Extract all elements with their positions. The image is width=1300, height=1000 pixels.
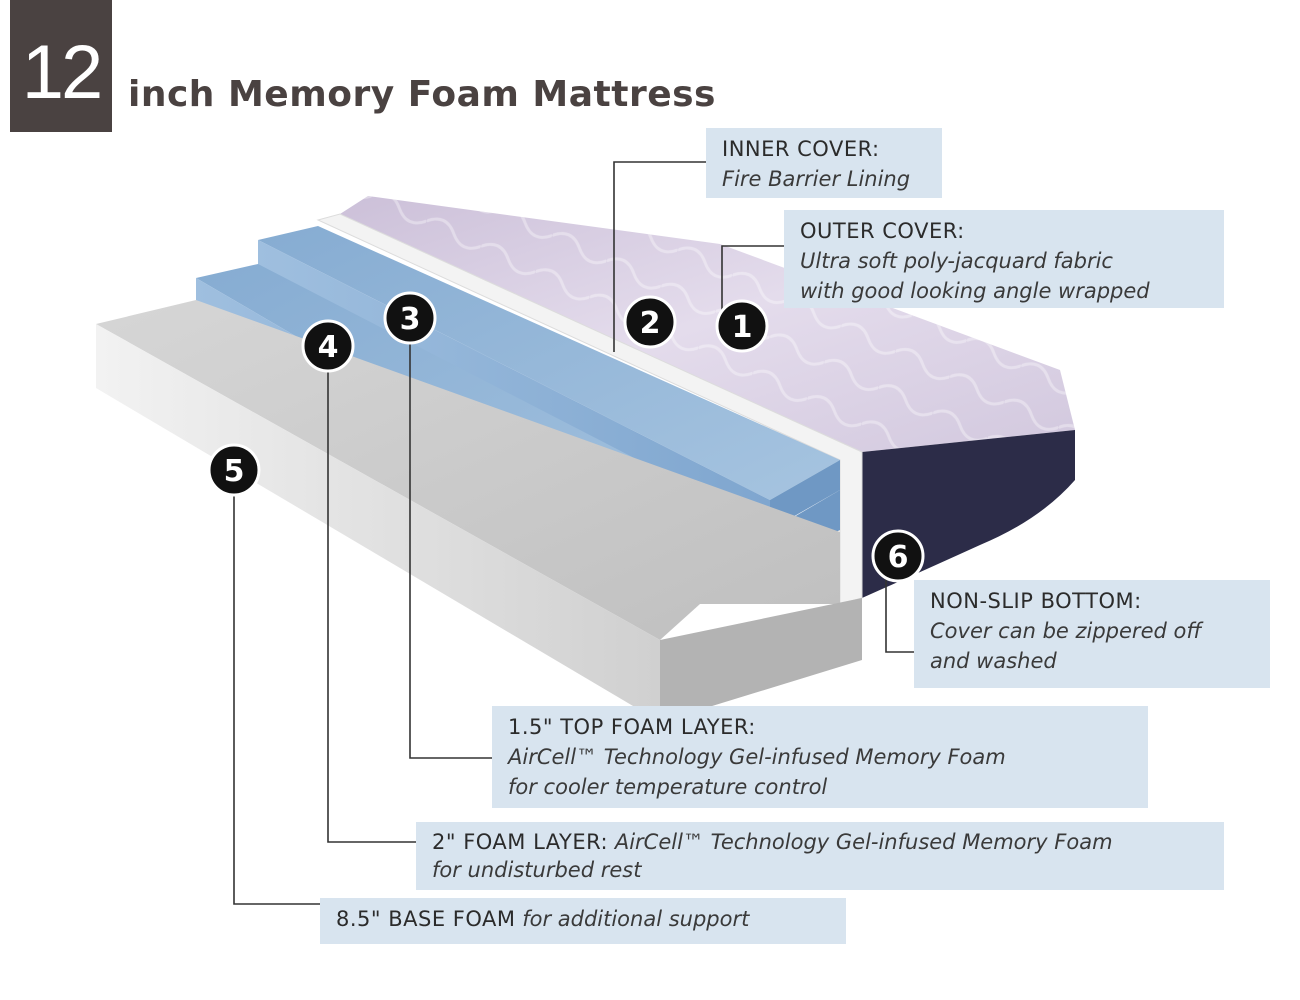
label-foam-2: 2" FOAM LAYER: AirCell™ Technology Gel-i… (416, 822, 1224, 890)
label-top-foam: 1.5" TOP FOAM LAYER: AirCell™ Technology… (492, 706, 1148, 808)
header-number: 12 (21, 29, 104, 115)
marker-1-label: 1 (732, 310, 753, 345)
label-inner-cover: INNER COVER: Fire Barrier Lining (706, 128, 942, 198)
top-foam-heading: 1.5" TOP FOAM LAYER: (508, 715, 756, 739)
outer-cover-texture (318, 196, 1075, 452)
base-foam-desc: for additional support (522, 907, 750, 931)
base-foam-top (96, 300, 840, 640)
top-foam-desc-1: AirCell™ Technology Gel-infused Memory F… (508, 745, 1006, 769)
leader-non-slip (885, 574, 914, 653)
marker-4-label: 4 (318, 330, 339, 365)
label-outer-cover: OUTER COVER: Ultra soft poly-jacquard fa… (784, 210, 1224, 308)
non-slip-heading: NON-SLIP BOTTOM: (930, 589, 1142, 613)
marker-5: 5 (207, 443, 261, 497)
marker-4: 4 (301, 319, 355, 373)
foam-2-desc-2: for undisturbed rest (432, 858, 642, 882)
marker-2-label: 2 (640, 306, 661, 341)
marker-2: 2 (623, 295, 677, 349)
leader-inner-cover (613, 161, 706, 352)
marker-3: 3 (383, 291, 437, 345)
outer-cover-desc-1: Ultra soft poly-jacquard fabric (800, 249, 1113, 273)
foam-2-heading: 2" FOAM LAYER: (432, 830, 609, 854)
base-foam-front (96, 324, 660, 722)
marker-6-label: 6 (888, 540, 909, 575)
leader-top-foam (409, 344, 494, 759)
marker-1: 1 (715, 299, 769, 353)
foam-2-desc-1: AirCell™ Technology Gel-infused Memory F… (614, 830, 1113, 854)
label-base-foam: 8.5" BASE FOAM for additional support (320, 898, 846, 944)
leader-base-foam (233, 492, 322, 905)
marker-3-label: 3 (400, 302, 421, 337)
leader-outer-cover (721, 245, 784, 318)
non-slip-desc-2: and washed (930, 649, 1057, 673)
top-gel-layer-end (770, 460, 840, 530)
marker-5-label: 5 (224, 454, 245, 489)
outer-cover-desc-2: with good looking angle wrapped (800, 279, 1150, 303)
inner-cover-desc: Fire Barrier Lining (722, 167, 911, 191)
page-title: inch Memory Foam Mattress (128, 74, 716, 115)
foam-2-line-1: 2" FOAM LAYER: AirCell™ Technology Gel-i… (432, 828, 1214, 856)
outer-cover-heading: OUTER COVER: (800, 219, 965, 243)
top-foam-desc-2: for cooler temperature control (508, 775, 828, 799)
leader-lines (233, 161, 914, 905)
base-foam-end (660, 598, 862, 722)
non-slip-desc-1: Cover can be zippered off (930, 619, 1202, 643)
base-foam-heading: 8.5" BASE FOAM (336, 907, 516, 931)
label-non-slip-bottom: NON-SLIP BOTTOM: Cover can be zippered o… (914, 580, 1270, 688)
marker-6: 6 (871, 529, 925, 583)
inner-cover-heading: INNER COVER: (722, 137, 880, 161)
header-badge: 12 (10, 0, 112, 132)
leader-foam-2 (327, 366, 418, 843)
